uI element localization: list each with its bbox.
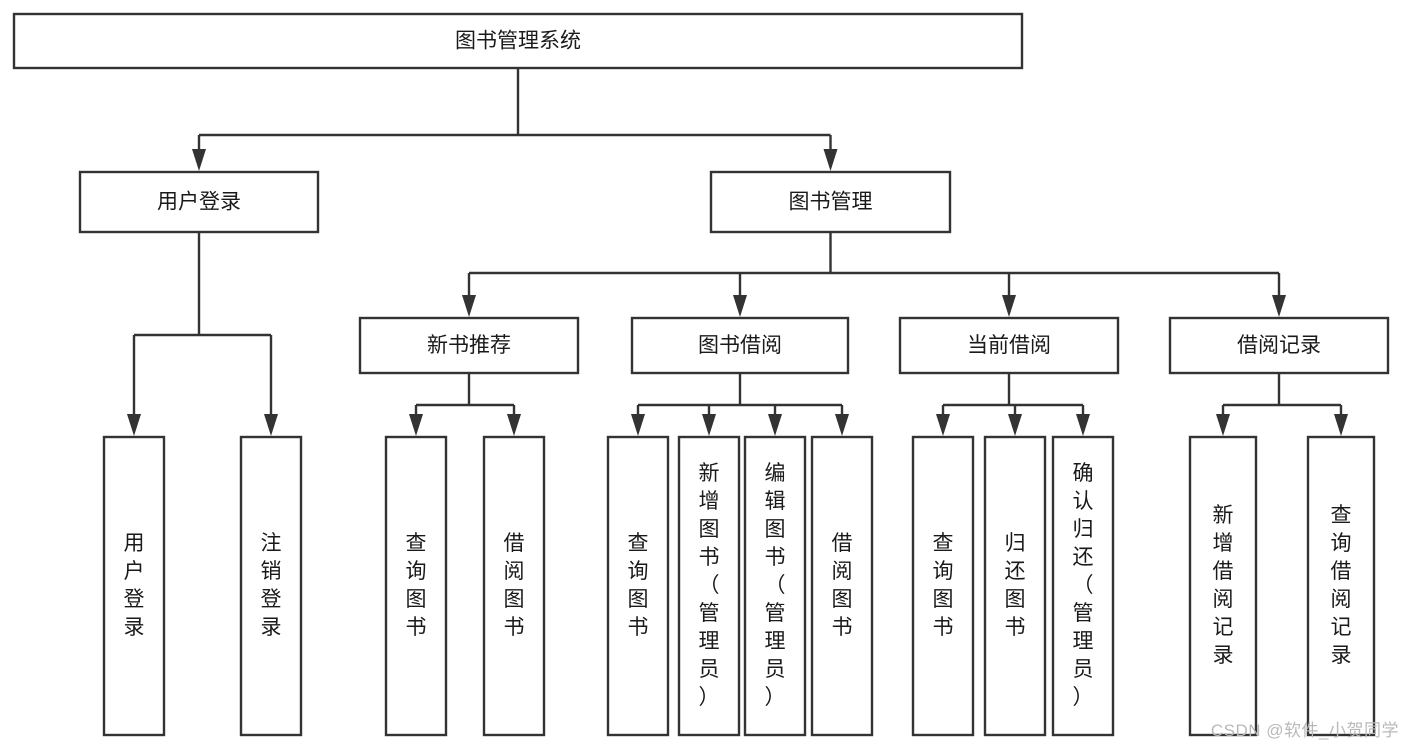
node-label: 借阅记录 (1237, 334, 1321, 357)
edge-group-bookmgmt (462, 232, 1286, 317)
node-cur-query[interactable]: 查询图书 (911, 435, 975, 737)
arrow-head (1002, 295, 1016, 317)
node-borrow[interactable]: 图书借阅 (630, 316, 850, 375)
node-box[interactable] (1188, 435, 1258, 737)
node-records[interactable]: 借阅记录 (1168, 316, 1390, 375)
node-label: 注销登录 (261, 532, 282, 639)
node-box[interactable] (743, 435, 807, 737)
node-bk-edit[interactable]: 编辑图书（管理员） (743, 435, 807, 737)
arrow-head (702, 414, 716, 436)
edge-group-current (936, 373, 1090, 436)
node-bk-query[interactable]: 查询图书 (606, 435, 670, 737)
edge-group-newbook (409, 373, 521, 436)
arrow-head (1008, 414, 1022, 436)
arrow-head (823, 149, 838, 171)
csdn-watermark: CSDN @软件_小贺同学 (1210, 721, 1399, 740)
node-label: 用户登录 (157, 191, 241, 214)
edge-group-login (127, 232, 278, 436)
node-box[interactable] (810, 435, 874, 737)
node-userlogin[interactable]: 用户登录 (102, 435, 166, 737)
node-nb-query[interactable]: 查询图书 (384, 435, 448, 737)
node-layer: 图书管理系统用户登录图书管理用户登录注销登录新书推荐图书借阅当前借阅借阅记录查询… (12, 12, 1390, 737)
node-current[interactable]: 当前借阅 (898, 316, 1120, 375)
arrow-head (768, 414, 782, 436)
arrow-head (507, 414, 521, 436)
arrow-head (936, 414, 950, 436)
arrow-head (1076, 414, 1090, 436)
node-login[interactable]: 用户登录 (78, 170, 320, 234)
node-box[interactable] (78, 170, 320, 234)
node-nb-borrow[interactable]: 借阅图书 (482, 435, 546, 737)
arrow-head (409, 414, 423, 436)
node-box[interactable] (630, 316, 850, 375)
node-root[interactable]: 图书管理系统 (12, 12, 1024, 70)
node-label: 当前借阅 (967, 334, 1051, 357)
node-box[interactable] (12, 12, 1024, 70)
node-label: 借阅图书 (832, 532, 853, 639)
edge-group-root (192, 68, 838, 171)
node-bookmgmt[interactable]: 图书管理 (709, 170, 952, 234)
node-rec-add[interactable]: 新增借阅记录 (1188, 435, 1258, 737)
node-label: 新增借阅记录 (1213, 504, 1234, 667)
node-bk-add[interactable]: 新增图书（管理员） (677, 435, 741, 737)
node-label: 归还图书 (1005, 532, 1026, 639)
node-box[interactable] (1051, 435, 1115, 737)
node-label: 借阅图书 (504, 532, 525, 639)
node-box[interactable] (384, 435, 448, 737)
node-label: 用户登录 (124, 532, 145, 639)
arrow-head (192, 149, 206, 171)
node-box[interactable] (606, 435, 670, 737)
node-label: 查询图书 (933, 532, 954, 639)
arrow-head (127, 414, 141, 436)
node-box[interactable] (482, 435, 546, 737)
node-label: 新书推荐 (427, 334, 511, 357)
arrow-head (1216, 414, 1230, 436)
node-bk-borrow[interactable]: 借阅图书 (810, 435, 874, 737)
arrow-head (264, 414, 278, 436)
node-box[interactable] (102, 435, 166, 737)
arrow-head (1272, 295, 1286, 317)
node-box[interactable] (358, 316, 580, 375)
node-box[interactable] (709, 170, 952, 234)
node-label: 新增图书（管理员） (699, 462, 720, 709)
node-box[interactable] (911, 435, 975, 737)
edge-layer (127, 68, 1348, 436)
node-box[interactable] (1168, 316, 1390, 375)
node-label: 图书管理系统 (455, 30, 581, 53)
node-label: 查询借阅记录 (1331, 504, 1352, 667)
arrow-head (631, 414, 645, 436)
edge-group-records (1216, 373, 1348, 436)
node-box[interactable] (677, 435, 741, 737)
arrow-head (1334, 414, 1348, 436)
node-label: 编辑图书（管理员） (765, 462, 786, 709)
node-label: 确认归还（管理员） (1073, 462, 1094, 709)
node-cur-confirm[interactable]: 确认归还（管理员） (1051, 435, 1115, 737)
node-box[interactable] (898, 316, 1120, 375)
node-rec-query[interactable]: 查询借阅记录 (1306, 435, 1376, 737)
node-box[interactable] (1306, 435, 1376, 737)
arrow-head (835, 414, 849, 436)
node-logout[interactable]: 注销登录 (239, 435, 303, 737)
arrow-head (462, 295, 476, 317)
node-label: 查询图书 (406, 532, 427, 639)
arrow-head (733, 295, 747, 317)
node-label: 查询图书 (628, 532, 649, 639)
node-box[interactable] (239, 435, 303, 737)
node-cur-return[interactable]: 归还图书 (983, 435, 1047, 737)
edge-group-borrow (631, 373, 849, 436)
node-newbook[interactable]: 新书推荐 (358, 316, 580, 375)
node-label: 图书借阅 (698, 334, 782, 357)
node-box[interactable] (983, 435, 1047, 737)
node-label: 图书管理 (789, 191, 873, 214)
